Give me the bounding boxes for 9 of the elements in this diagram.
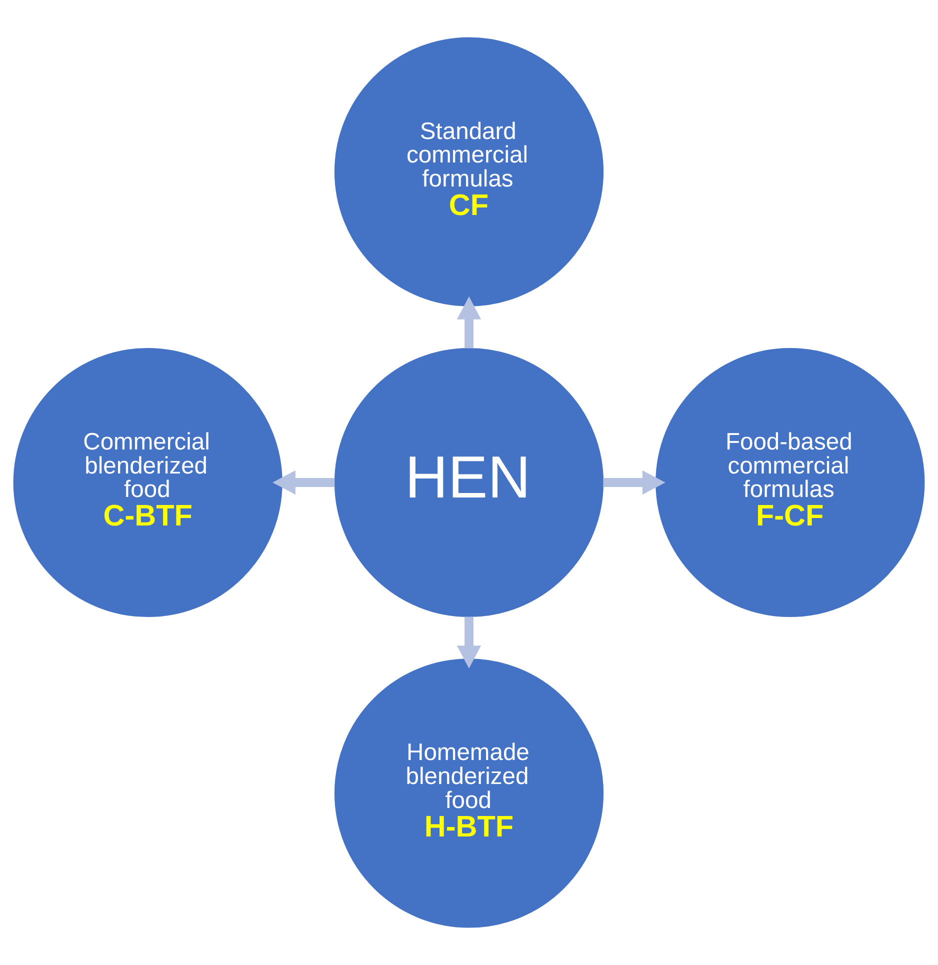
node-circle: HEN: [334, 348, 604, 618]
node-circle: Food-based commercial formulas F-CF: [656, 348, 925, 618]
arrow: [272, 470, 335, 495]
arrow: [456, 296, 482, 348]
node-circle: Standard commercial formulas CF: [334, 37, 604, 306]
arrow: [456, 616, 482, 669]
arrow: [603, 470, 666, 495]
node-circle: Homemade blenderized food H-BTF: [334, 658, 604, 928]
node-circle: Commercial blenderized food C-BTF: [13, 348, 282, 618]
